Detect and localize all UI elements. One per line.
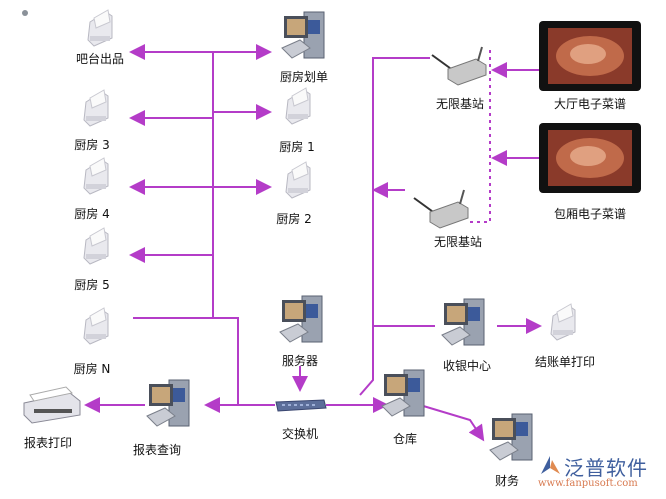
- label-switch: 交换机: [281, 427, 319, 441]
- printer-icon: [82, 8, 118, 52]
- computer-icon: [145, 376, 193, 438]
- printer-icon: [78, 88, 114, 132]
- tablet-menu-icon: [538, 20, 642, 96]
- link-kitchenN: [133, 317, 275, 406]
- label-kitchenN: 厨房 N: [73, 362, 111, 376]
- printer-icon: [78, 306, 114, 350]
- computer-icon: [280, 8, 328, 70]
- label-kitchen5: 厨房 5: [74, 278, 110, 292]
- computer-icon: [488, 410, 536, 472]
- label-room-menu: 包厢电子菜谱: [553, 207, 627, 221]
- server-icon: [278, 292, 326, 354]
- label-kitchen4: 厨房 4: [74, 207, 110, 221]
- tablet-menu-icon: [538, 122, 642, 198]
- label-warehouse: 仓库: [392, 432, 418, 446]
- label-base-station-1: 无限基站: [435, 97, 485, 111]
- fanpu-logo: 泛普软件 www.fanpusoft.com: [538, 452, 663, 492]
- label-kitchen3: 厨房 3: [74, 138, 110, 152]
- wireless-base-station-icon: [410, 188, 474, 238]
- logo-name: 泛普软件: [564, 456, 648, 480]
- label-server: 服务器: [281, 354, 319, 368]
- trunk-line-right: [359, 57, 430, 396]
- printer-icon: [280, 86, 316, 130]
- label-cashier: 收银中心: [442, 359, 492, 373]
- label-finance: 财务: [494, 474, 520, 488]
- label-report-print: 报表打印: [23, 436, 73, 450]
- report-printer-icon: [20, 385, 82, 429]
- printer-icon: [78, 156, 114, 200]
- bullet-dot: [22, 10, 28, 16]
- computer-icon: [440, 295, 488, 357]
- label-report-query: 报表查询: [132, 443, 182, 457]
- label-kitchen-dispatch: 厨房划单: [279, 70, 329, 84]
- logo-mark-icon: [541, 456, 560, 474]
- logo-url: www.fanpusoft.com: [538, 478, 638, 489]
- label-kitchen2: 厨房 2: [276, 212, 312, 226]
- label-hall-menu: 大厅电子菜谱: [553, 97, 627, 111]
- wireless-base-station-icon: [428, 45, 492, 95]
- label-kitchen1: 厨房 1: [279, 140, 315, 154]
- label-bill-print: 结账单打印: [534, 355, 596, 369]
- printer-icon: [280, 160, 316, 204]
- link-finance: [419, 404, 485, 442]
- computer-icon: [380, 366, 428, 428]
- switch-icon: [274, 396, 328, 418]
- label-base-station-2: 无限基站: [433, 235, 483, 249]
- printer-icon: [78, 226, 114, 270]
- label-bar-out: 吧台出品: [75, 52, 125, 66]
- printer-icon: [545, 302, 581, 346]
